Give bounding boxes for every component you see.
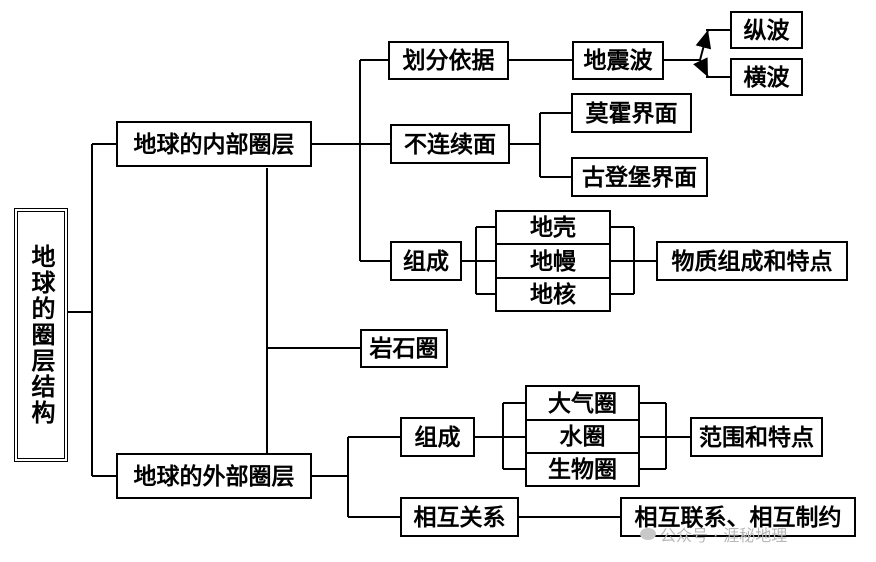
biosphere-node: 生物圈 [525,452,640,487]
wechat-icon [640,528,656,540]
mantle-node: 地幔 [495,243,611,279]
material-node: 物质组成和特点 [656,241,848,281]
root-node: 地球的圈层结构 [14,208,68,462]
hydrosphere-node: 水圈 [525,419,640,454]
inner-composition-node: 组成 [390,241,462,281]
p-wave-node: 纵波 [730,11,803,49]
outer-layers-node: 地球的外部圈层 [116,453,312,499]
crust-node: 地壳 [495,210,611,245]
s-wave-node: 横波 [730,58,803,96]
lithosphere-node: 岩石圈 [360,329,448,368]
range-node: 范围和特点 [690,417,823,457]
interaction-node: 相互联系、相互制约 [620,497,856,537]
inner-layers-node: 地球的内部圈层 [116,121,312,167]
watermark-text: 公众号 · 涯秘地理 [660,526,788,545]
watermark: 公众号 · 涯秘地理 [640,522,787,546]
root-label: 地球的圈层结构 [27,244,56,426]
division-basis-node: 划分依据 [388,41,509,80]
seismic-wave-node: 地震波 [572,41,664,80]
relation-node: 相互关系 [400,497,519,537]
atmosphere-node: 大气圈 [525,385,640,421]
outer-composition-node: 组成 [400,417,475,457]
gutenberg-node: 古登堡界面 [571,157,708,197]
discontinuity-node: 不连续面 [390,124,510,164]
core-node: 地核 [495,277,611,312]
moho-node: 莫霍界面 [571,93,692,133]
